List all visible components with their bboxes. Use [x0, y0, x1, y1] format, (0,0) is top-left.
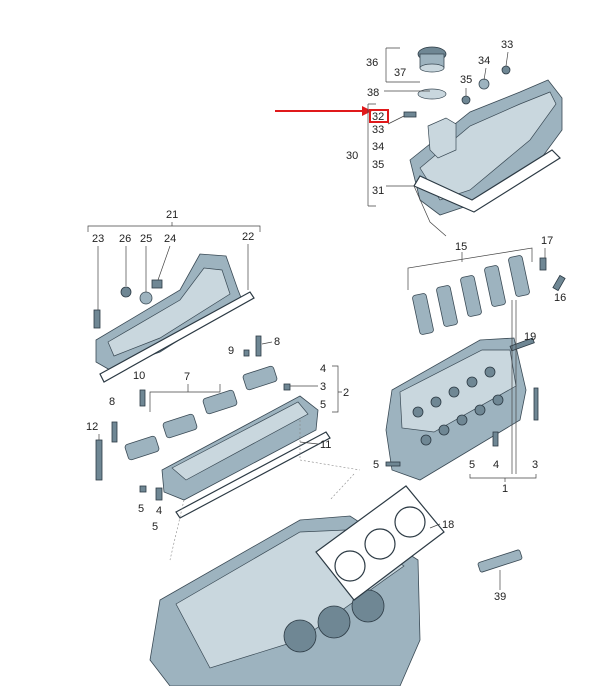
label-33: 33: [372, 124, 384, 136]
assembly-guide-lines: [169, 420, 361, 561]
label-35-top: 35: [460, 74, 472, 86]
fitting-26: [120, 286, 132, 298]
bolt-10: [139, 389, 146, 407]
cylinder-bores: [283, 589, 385, 653]
label-26: 26: [119, 233, 131, 245]
label-5-bottom-left: 5: [138, 503, 144, 515]
label-18: 18: [442, 519, 454, 531]
bolt-5-right: [385, 461, 401, 467]
label-8-lower: 8: [109, 396, 115, 408]
rocker-arms-7: [124, 365, 278, 461]
label-34: 34: [372, 141, 384, 153]
bolt-4-left: [155, 487, 163, 501]
label-5-bottom: 5: [152, 521, 158, 533]
bolt-12: [95, 439, 103, 481]
label-4-left: 4: [320, 363, 326, 375]
valve-cover-left-group: [93, 253, 255, 383]
label-2: 2: [343, 387, 349, 399]
label-39: 39: [494, 591, 506, 603]
bolt-17: [539, 257, 547, 271]
label-34-top: 34: [478, 55, 490, 67]
label-3-left: 3: [320, 381, 326, 393]
label-22: 22: [242, 231, 254, 243]
bolt-8-lower: [111, 421, 118, 443]
label-32: 32: [372, 111, 384, 123]
label-15: 15: [455, 241, 467, 253]
valve-cover-right-group: [403, 46, 563, 237]
bolt-16: [552, 274, 566, 292]
cylinder-head-left-group: [95, 335, 331, 519]
label-4-bottom-left: 4: [156, 505, 162, 517]
label-5-left: 5: [320, 399, 326, 411]
bolt-23: [93, 309, 101, 329]
valve-cover-gasket-right: [413, 149, 561, 213]
label-7: 7: [184, 371, 190, 383]
label-8-upper: 8: [274, 336, 280, 348]
bolt-5-left: [139, 485, 147, 493]
bolt-9: [243, 349, 250, 357]
red-arrow-head: [362, 106, 372, 116]
fitting-24: [151, 279, 163, 289]
label-19: 19: [524, 331, 536, 343]
seal-ring: [417, 88, 447, 100]
label-38: 38: [367, 87, 379, 99]
label-4-right: 4: [493, 459, 499, 471]
label-23: 23: [92, 233, 104, 245]
rocker-arms-15: [412, 255, 530, 335]
bolt-32: [403, 111, 417, 118]
part-39: [477, 549, 523, 573]
cylinder-head-right-group: [385, 255, 566, 481]
label-9: 9: [228, 345, 234, 357]
engine-block-group: [149, 485, 523, 686]
fitting-25: [139, 291, 153, 305]
label-5-right-bottom: 5: [469, 459, 475, 471]
bolt-3-right: [533, 387, 539, 421]
label-17: 17: [541, 235, 553, 247]
bolt-4-right: [492, 431, 499, 447]
label-11: 11: [320, 439, 331, 451]
label-12: 12: [86, 421, 98, 433]
label-33-top: 33: [501, 39, 513, 51]
label-25: 25: [140, 233, 152, 245]
label-1: 1: [502, 483, 508, 495]
valve-springs: [412, 366, 504, 446]
label-21: 21: [166, 209, 178, 221]
fitting-33: [501, 65, 511, 75]
label-31: 31: [372, 185, 384, 197]
label-30: 30: [346, 150, 358, 162]
label-16: 16: [554, 292, 566, 304]
label-36: 36: [366, 57, 378, 69]
label-10: 10: [133, 370, 145, 382]
fitting-34: [478, 78, 490, 90]
gasket-11: [175, 431, 331, 519]
bolt-8-upper: [255, 335, 262, 357]
label-5-right: 5: [373, 459, 379, 471]
oil-filler-neck: [427, 117, 457, 159]
valve-cover-gasket-left: [99, 291, 255, 383]
label-24: 24: [164, 233, 176, 245]
label-35: 35: [372, 159, 384, 171]
label-37: 37: [394, 67, 406, 79]
label-3-right: 3: [532, 459, 538, 471]
highlight-box-32: [369, 109, 389, 123]
fitting-35: [461, 95, 471, 105]
bolt-3-left: [283, 383, 291, 391]
